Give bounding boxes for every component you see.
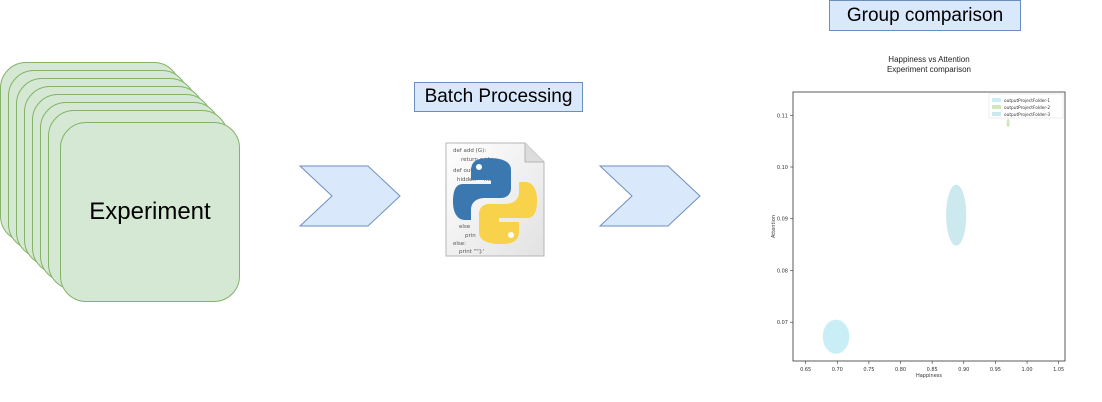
legend-label: outputProjectFolder-1 xyxy=(1004,98,1050,104)
legend-swatch xyxy=(992,105,1001,109)
plot-frame xyxy=(792,91,1066,362)
x-tick-label: 0.90 xyxy=(958,367,969,373)
data-point-1 xyxy=(822,319,850,354)
x-tick-label: 0.95 xyxy=(990,367,1001,373)
code-line: prin xyxy=(465,233,476,239)
x-tick-label: 0.70 xyxy=(832,367,843,373)
code-line: def out xyxy=(453,168,473,174)
python-script-icon: def add (G): return a+b def out hidden =… xyxy=(443,140,548,260)
scatter-chart: 0.65 0.70 0.75 0.80 0.85 0.90 0.95 1.00 1.05 0.07… xyxy=(771,91,1066,379)
x-tick-label: 0.80 xyxy=(895,367,906,373)
x-tick-label: 0.75 xyxy=(863,367,874,373)
flow-arrow-2 xyxy=(598,165,701,227)
x-tick-label: 1.00 xyxy=(1021,367,1032,373)
code-line: else xyxy=(459,224,471,230)
batch-processing-label: Batch Processing xyxy=(414,82,583,112)
x-tick-label: 0.65 xyxy=(800,367,811,373)
y-axis-label: Attention xyxy=(771,215,777,238)
y-tick-label: 0.07 xyxy=(777,320,788,326)
chart-subtitle: Experiment comparison xyxy=(886,65,972,74)
legend-swatch xyxy=(992,112,1001,116)
x-axis-label: Happiness xyxy=(916,373,942,379)
y-tick-label: 0.11 xyxy=(777,113,788,119)
x-tick-label: 1.05 xyxy=(1053,367,1064,373)
chart-title: Happiness vs Attention xyxy=(888,55,970,64)
group-comparison-label: Group comparison xyxy=(829,0,1021,31)
chart-title-block: Happiness vs Attention Experiment compar… xyxy=(793,55,1065,75)
legend-swatch xyxy=(992,98,1001,102)
experiment-label: Experiment xyxy=(89,198,211,225)
legend-box xyxy=(988,93,1064,119)
y-tick-label: 0.09 xyxy=(777,217,788,223)
code-line: print ""]:' xyxy=(459,249,484,255)
experiment-card-front xyxy=(60,122,240,302)
data-point-3 xyxy=(946,184,967,246)
x-tick-label: 0.85 xyxy=(927,367,938,373)
code-line: return a+b xyxy=(461,157,492,163)
code-line: def add (G): xyxy=(453,148,486,154)
flow-arrow-1 xyxy=(298,165,401,227)
data-point-2 xyxy=(1006,118,1010,128)
legend-label: outputProjectFolder-2 xyxy=(1004,105,1050,111)
legend-label: outputProjectFolder-3 xyxy=(1004,112,1050,118)
y-tick-label: 0.08 xyxy=(777,268,788,274)
code-line: else: xyxy=(453,241,466,247)
y-tick-label: 0.10 xyxy=(777,165,788,171)
